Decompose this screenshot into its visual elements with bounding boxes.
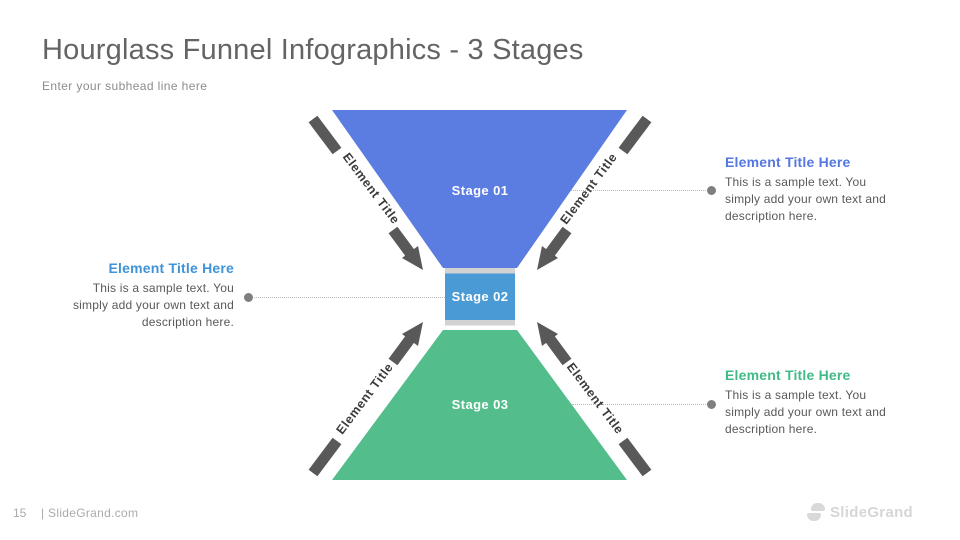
callout-left-middle-title: Element Title Here [108, 260, 234, 276]
callout-right-top-line: simply add your own text and [725, 192, 887, 206]
divider-strip-top [445, 268, 515, 274]
callout-right-top-title: Element Title Here [725, 154, 851, 170]
callout-right-bottom-line: simply add your own text and [725, 405, 887, 419]
divider-strip-bottom [445, 320, 515, 326]
slidegrand-logo-icon [806, 502, 826, 522]
callout-right-top: Element Title Here This is a sample text… [725, 154, 899, 225]
slide-title: Hourglass Funnel Infographics - 3 Stages [42, 34, 584, 66]
callout-left-middle-line: This is a sample text. You [92, 281, 234, 295]
stage-03-label: Stage 03 [452, 397, 509, 412]
slide-subhead: Enter your subhead line here [42, 79, 208, 93]
leader-line-right-bottom [572, 404, 708, 405]
leader-line-right-top [571, 190, 708, 191]
leader-dot-left-middle [244, 293, 253, 302]
brand-name: SlideGrand [830, 503, 914, 521]
callout-left-middle-line: description here. [141, 315, 234, 329]
stage-02-label: Stage 02 [452, 289, 509, 304]
hourglass-diagram: Stage 01 Stage 02 Stage 03 Element Title… [308, 110, 652, 480]
callout-right-bottom-line: description here. [725, 422, 818, 436]
leader-dot-right-top [707, 186, 716, 195]
leader-line-left-middle [252, 297, 445, 298]
stage-02-shape [445, 273, 515, 320]
leader-dot-right-bottom [707, 400, 716, 409]
callout-right-top-line: This is a sample text. You [725, 175, 867, 189]
callout-left-middle-line: simply add your own text and [72, 298, 234, 312]
footer-site-label: | SlideGrand.com [41, 506, 139, 520]
callout-right-bottom-line: This is a sample text. You [725, 388, 867, 402]
callout-right-bottom-title: Element Title Here [725, 367, 851, 383]
stage-01-label: Stage 01 [452, 183, 509, 198]
stage-03-shape [332, 330, 627, 480]
page-number: 15 [13, 506, 27, 520]
callout-right-bottom: Element Title Here This is a sample text… [725, 367, 899, 438]
callout-left-middle: Element Title Here This is a sample text… [60, 260, 234, 331]
callout-right-top-line: description here. [725, 209, 818, 223]
stage-01-shape [332, 110, 627, 268]
brand-logo: SlideGrand [806, 502, 913, 522]
